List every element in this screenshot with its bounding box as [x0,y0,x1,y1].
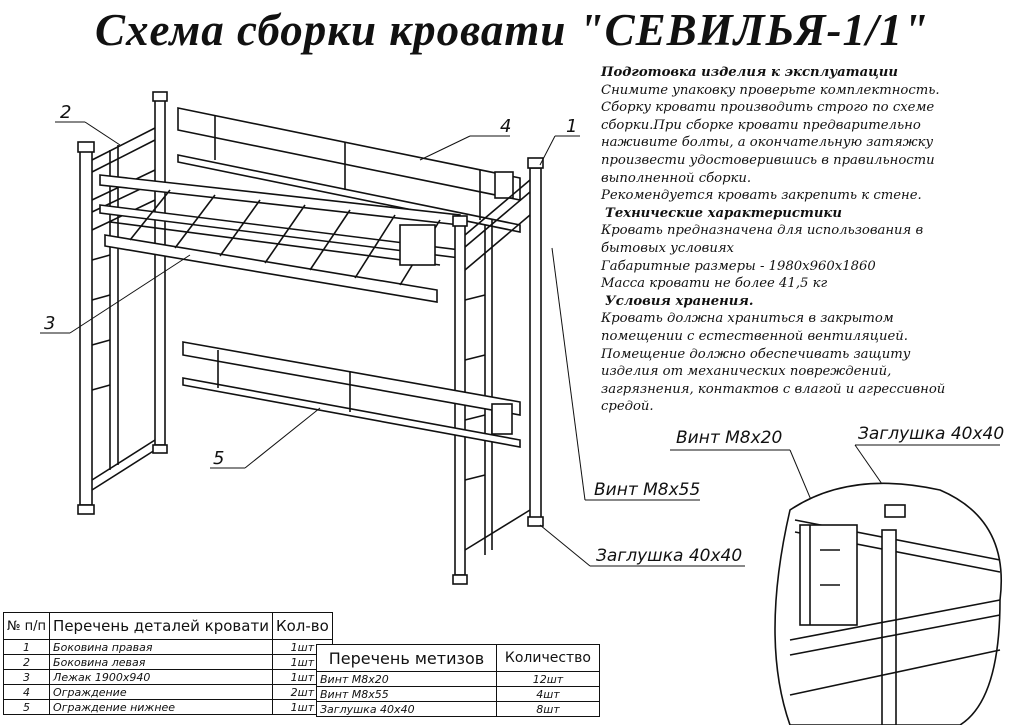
cell: 1 [2,639,51,655]
cell: 12шт [495,671,601,687]
text-line: Габаритные размеры - 1980х960х1860 [601,258,876,274]
cell: 8шт [495,701,601,717]
text-line: произвести удостоверившись в правильност… [601,152,935,168]
text-line: Снимите упаковку проверьте комплектность… [601,82,940,98]
section-heading: Условия хранения. [605,293,754,309]
col-header-parts: Перечень деталей кровати [49,612,273,640]
label-screw-m8x55: Винт М8х55 [594,480,701,500]
cell: Винт М8х55 [316,686,497,702]
text-line: Рекомендуется кровать закрепить к стене. [601,188,922,204]
text-line: Сборку кровати производить строго по схе… [601,100,935,116]
label-cap-40x40: Заглушка 40х40 [596,546,743,566]
text-line: Кровать предназначена для использования … [601,223,924,239]
cell: Винт М8х20 [316,671,497,687]
detail-view [774,482,1002,725]
bed-base [99,174,461,303]
text-line: загрязнения, контактов с влагой и агресс… [601,381,946,397]
cell: Боковина правая [49,639,273,655]
left-side-frame [77,91,168,515]
text-line: помещении с естественной вентиляцией. [601,328,908,344]
lower-guard-rail [182,341,521,448]
text-line: бытовых условиях [601,240,734,256]
text-line: сборки.При сборке кровати предварительно [601,117,921,133]
cell: 4шт [495,686,601,702]
col-header-number: № п/п [2,612,51,640]
callout-5: 5 [213,448,225,469]
instructions-block: Подготовка изделия к эксплуатации Снимит… [601,64,1021,416]
cell: 2 [2,654,51,670]
text-line: средой. [601,399,654,415]
text-line: наживите болты, а окончательную затяжку [601,135,934,151]
col-header-quantity: Количество [495,644,601,672]
cell: 5 [2,699,51,715]
cell: Ограждение [49,684,273,700]
callout-3: 3 [44,313,56,334]
label-detail-screw: Винт М8х20 [676,428,783,448]
callout-4: 4 [500,116,512,137]
col-header-qty: Кол-во [271,612,333,640]
text-line: Масса кровати не более 41,5 кг [601,276,828,292]
section-heading: Подготовка изделия к эксплуатации [601,65,898,80]
text-line: Помещение должно обеспечивать защиту [601,346,911,362]
cell: 3 [2,669,51,685]
page-title: Схема сборки кровати "СЕВИЛЬЯ-1/1" [95,5,929,55]
cell: Ограждение нижнее [49,699,273,715]
col-header-hardware: Перечень метизов [316,644,497,672]
text-line: выполненной сборки. [601,170,752,186]
callout-1: 1 [566,116,578,137]
cell: Боковина левая [49,654,273,670]
text-line: изделия от механических повреждений, [601,364,892,380]
cell: 4 [2,684,51,700]
text-line: Кровать должна храниться в закрытом [601,311,894,327]
cell: Лежак 1900х940 [49,669,273,685]
label-detail-cap: Заглушка 40х40 [858,424,1005,444]
callout-2: 2 [60,102,72,123]
cell: Заглушка 40х40 [316,701,497,717]
section-heading: Технические характеристики [605,205,842,221]
